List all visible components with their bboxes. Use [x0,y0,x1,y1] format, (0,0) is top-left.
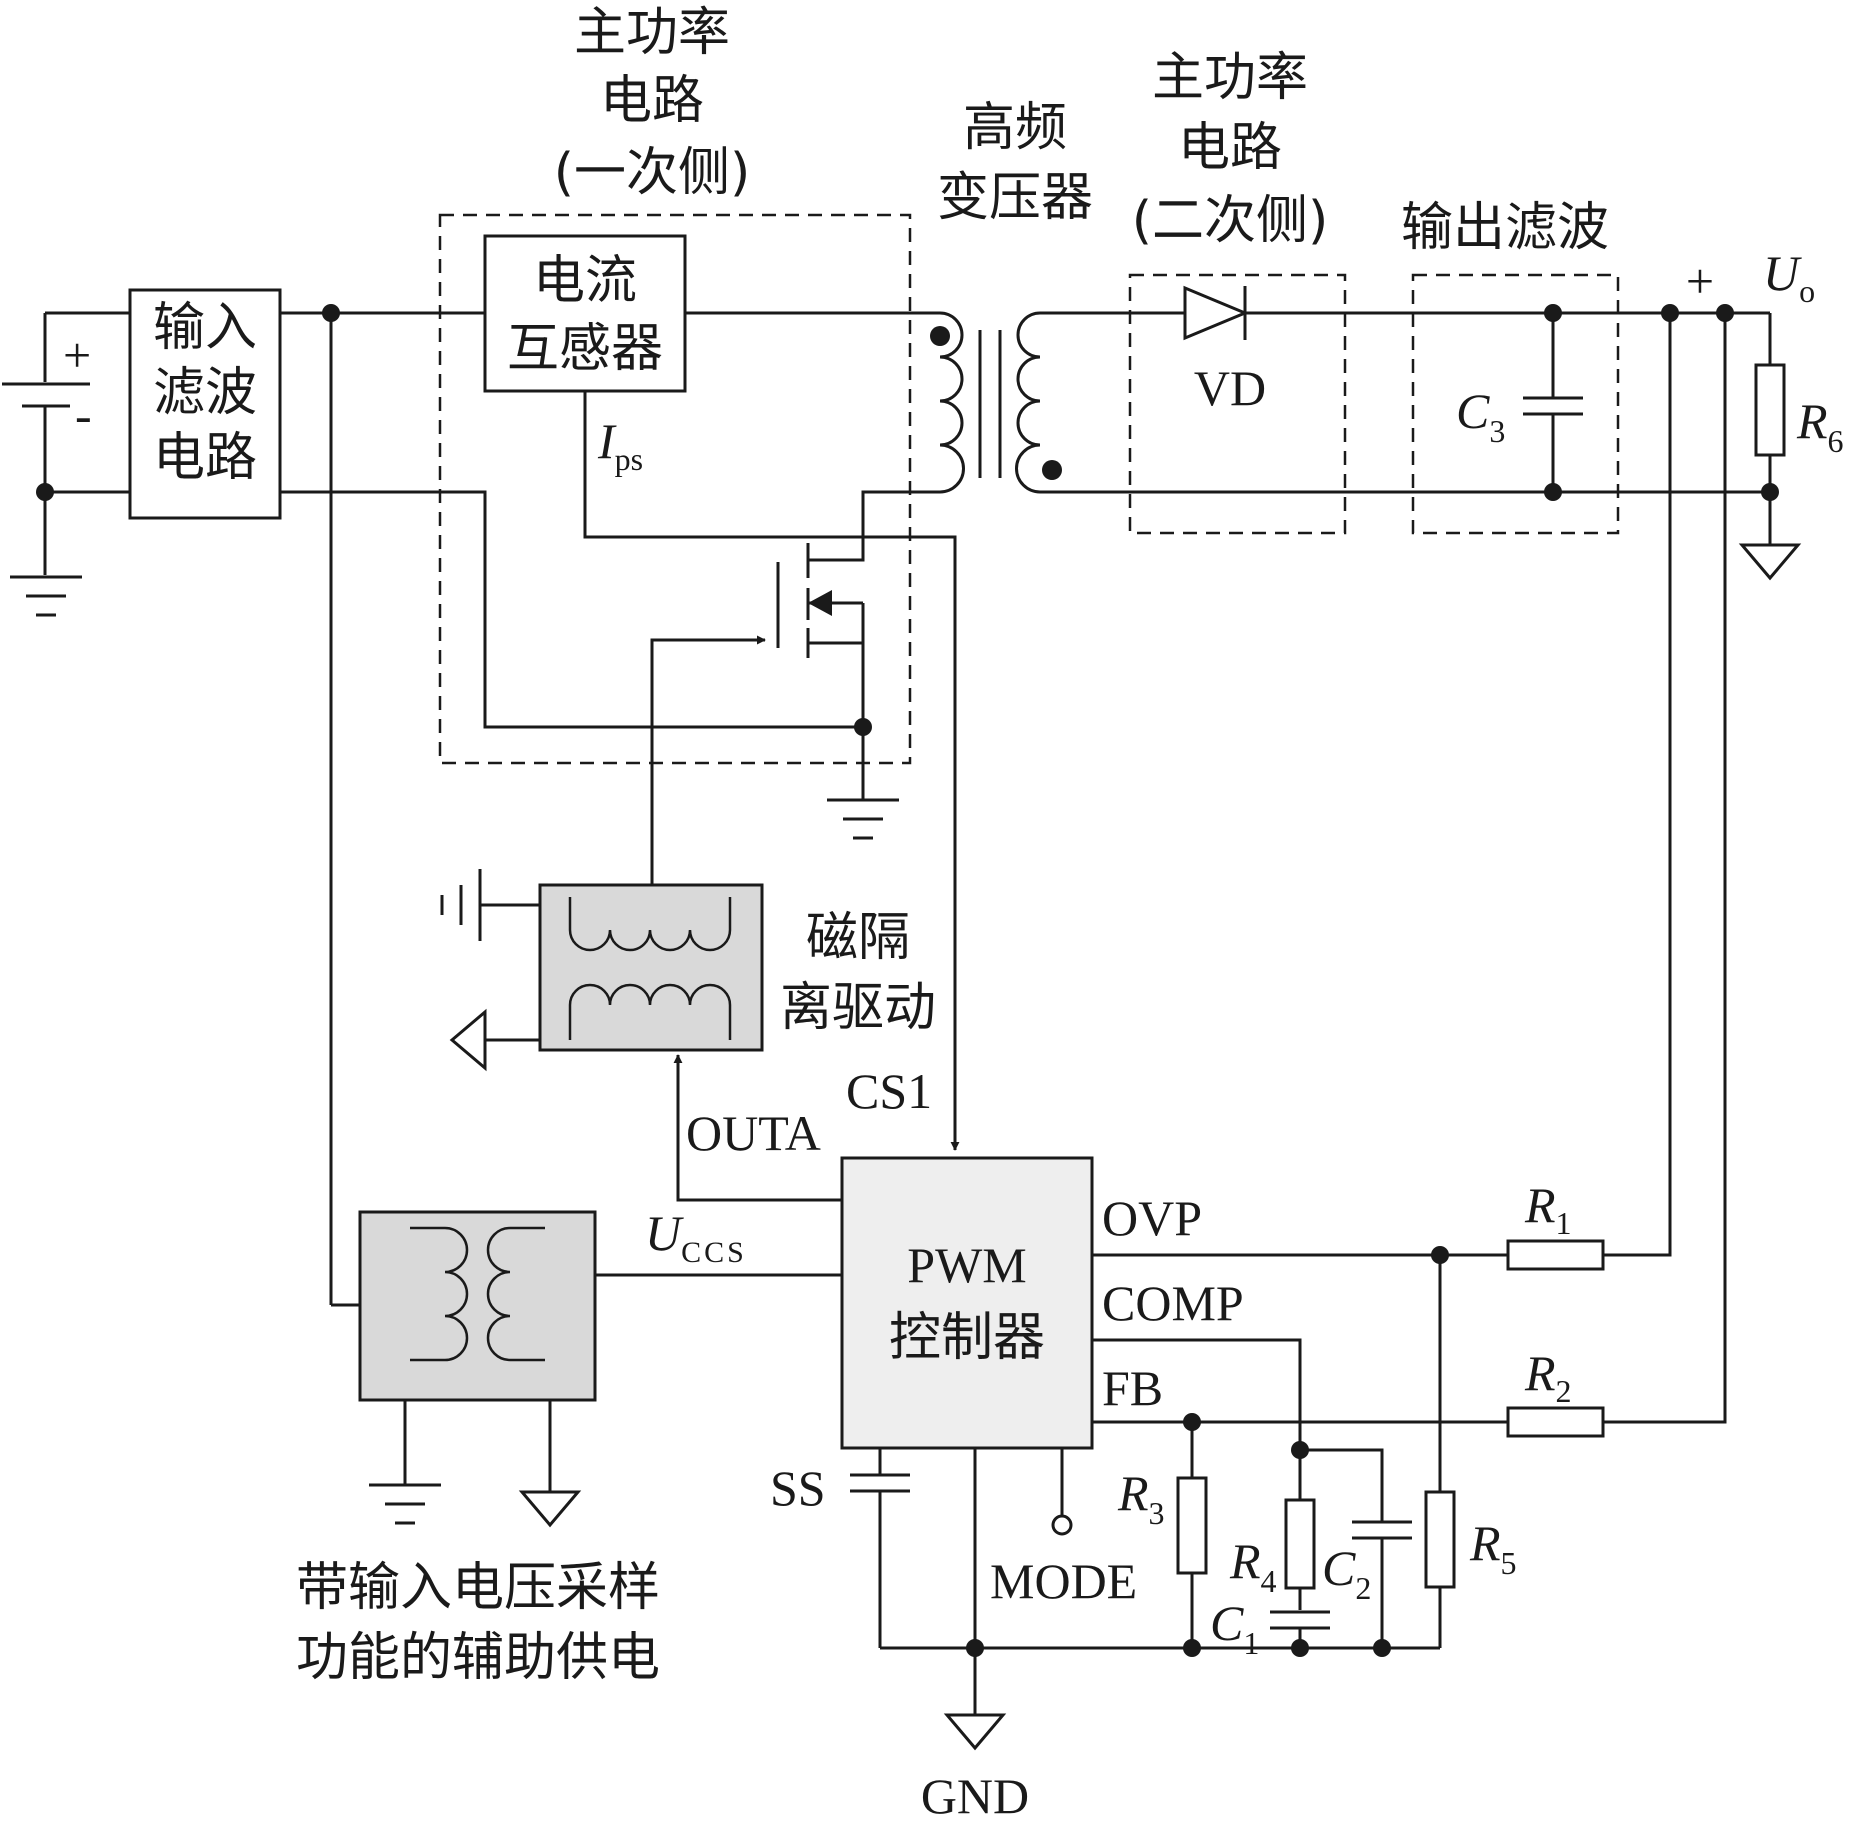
wire-ips-sense [583,391,960,1151]
r5-label: R5 [1469,1515,1517,1581]
primary-title-2: 电路 [600,71,704,131]
ct-label-1: 电流 [533,251,637,311]
mode-label: MODE [990,1553,1137,1609]
comp-label: COMP [1102,1275,1244,1331]
capacitor-ss [850,1448,910,1648]
pwm-label-1: PWM [907,1237,1026,1293]
secondary-title-1: 主功率 [1152,48,1308,108]
r4-label: R4 [1229,1533,1277,1599]
output-filter-outline [1411,273,1620,535]
battery-plus-label: + [63,327,91,383]
aux-transformer-windings [410,1226,545,1362]
mag-drive-windings [568,897,732,1040]
aux-ground-icon [369,1483,441,1525]
ips-label: Ips [597,413,643,477]
secondary-title-2: 电路 [1178,118,1282,178]
r1-label: R1 [1524,1177,1572,1241]
fb-label: FB [1102,1360,1163,1416]
mag-drive-box [538,883,764,1052]
wire-comp [1092,1338,1302,1450]
wire-input-return [280,490,863,729]
mosfet-switch [776,543,872,736]
pwm-label-2: 控制器 [889,1308,1045,1368]
secondary-section-outline [1128,273,1347,535]
aux-supply-label-1: 带输入电压采样 [296,1558,660,1618]
pwm-controller-box [840,1156,1094,1450]
input-battery: + - [2,311,130,575]
primary-ground-icon [827,798,899,840]
aux-signal-ground-icon [518,1490,582,1528]
gnd-label: GND [921,1768,1029,1824]
primary-title-1: 主功率 [574,3,730,63]
capacitor-c2 [1300,1448,1412,1648]
output-filter-label: 输出滤波 [1401,198,1609,258]
mag-drive-label-2: 离驱动 [780,978,936,1038]
diode-vd [1183,285,1249,341]
resistor-r2 [1506,1406,1605,1438]
input-filter-label-2: 滤波 [153,363,257,423]
primary-section-outline [438,213,912,765]
mag-drive-signal-ground-icon [449,1008,487,1072]
capacitor-c3 [1523,304,1583,501]
ovp-label: OVP [1102,1190,1202,1246]
gnd-icon [943,1713,1007,1751]
aux-supply-box [358,1210,597,1402]
vd-label: VD [1194,360,1266,416]
r3-label: R3 [1117,1465,1165,1531]
secondary-title-3: (二次侧) [1132,191,1329,251]
input-ground-icon [10,575,82,617]
r6-label: R6 [1796,393,1844,459]
input-filter-label-1: 输入 [153,298,257,358]
resistor-r6 [1754,313,1786,545]
hf-transformer [930,311,1062,494]
hf-transformer-label-1: 高频 [963,98,1067,158]
wire-primary-drain [808,490,940,562]
mode-pin [1051,1514,1073,1536]
battery-minus-label: - [75,387,92,443]
input-filter-box [128,288,282,520]
output-plus-label: + [1686,253,1714,309]
wire-gate-drive [650,635,766,885]
resistor-r5 [1424,1255,1456,1648]
aux-supply-label-2: 功能的辅助供电 [296,1628,660,1688]
wire-r1-sense [1603,313,1672,1257]
primary-title-3: (一次侧) [554,143,751,203]
resistor-r3 [1176,1422,1208,1648]
ct-label-2: 互感器 [507,319,663,379]
resistor-r4 [1284,1450,1316,1610]
wire-outa [673,1054,842,1202]
resistor-r1 [1506,1239,1605,1271]
outa-label: OUTA [686,1105,821,1161]
r2-label: R2 [1524,1345,1572,1409]
output-ground-icon [1738,543,1802,581]
c1-label: C1 [1210,1595,1259,1661]
mag-drive-ground-icon [440,869,482,941]
hf-transformer-label-2: 变压器 [937,168,1093,228]
c2-label: C2 [1322,1540,1371,1606]
cs1-label: CS1 [846,1063,932,1119]
mag-drive-label-1: 磁隔 [806,908,910,968]
input-filter-label-3: 电路 [153,428,257,488]
ss-label: SS [770,1460,826,1516]
c3-label: C3 [1456,383,1505,449]
uccs-label: UCCS [645,1205,747,1269]
uo-label: Uo [1763,245,1815,309]
wire-r2-sense [1603,313,1727,1424]
